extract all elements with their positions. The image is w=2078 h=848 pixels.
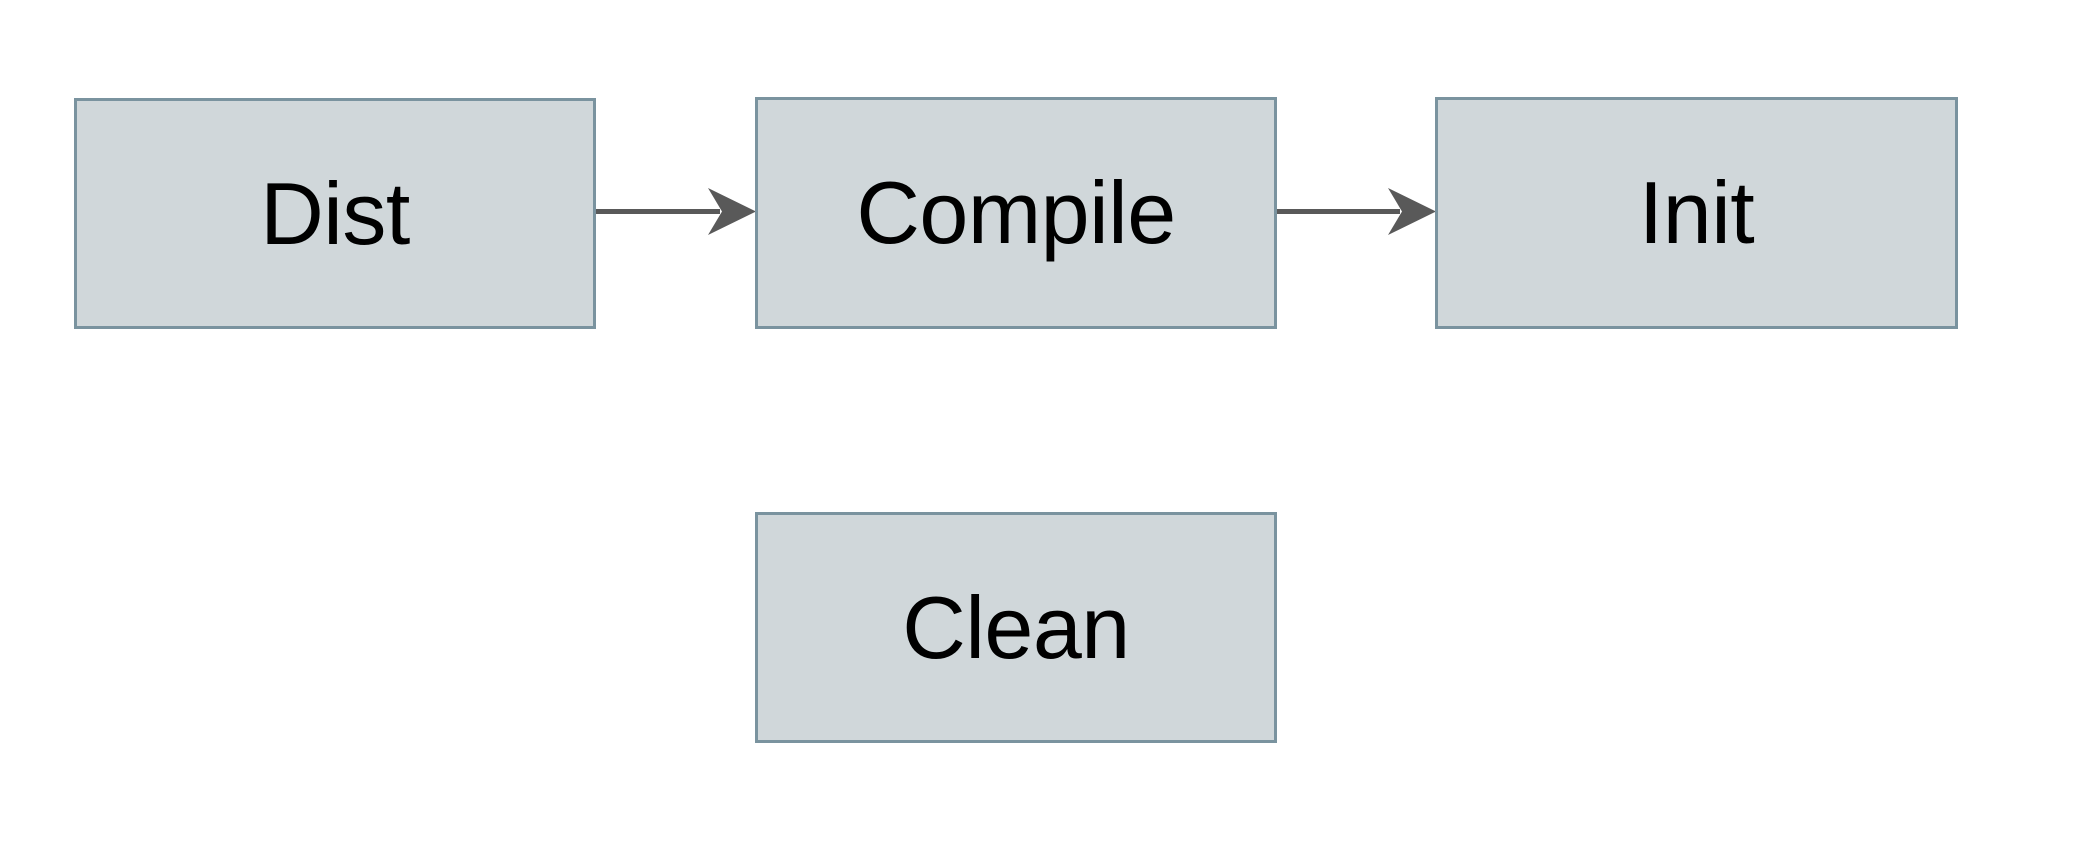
- stealth-arrow-icon: [1277, 188, 1436, 235]
- diagram-edge-compile-to-init[interactable]: [1277, 184, 1436, 244]
- diagram-node-clean[interactable]: Clean: [755, 512, 1277, 743]
- node-label: Compile: [856, 163, 1176, 262]
- diagram-node-dist[interactable]: Dist: [74, 98, 596, 329]
- node-label: Dist: [260, 163, 410, 263]
- stealth-arrow-icon: [596, 188, 756, 235]
- diagram-edge-dist-to-compile[interactable]: [596, 184, 756, 244]
- diagram-node-compile[interactable]: Compile: [755, 97, 1277, 329]
- node-label: Init: [1638, 163, 1755, 262]
- diagram-node-init[interactable]: Init: [1435, 97, 1958, 329]
- node-label: Clean: [902, 577, 1130, 677]
